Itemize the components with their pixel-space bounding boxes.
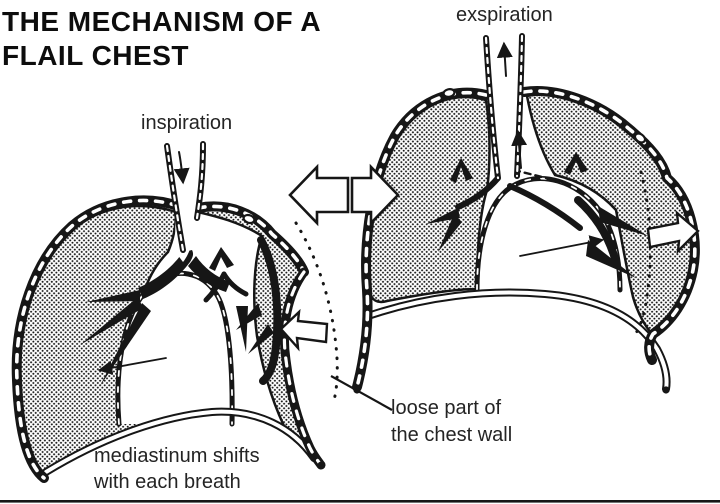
normal-wall-dotted-line-right xyxy=(634,170,652,335)
page-title-line1: THE MECHANISM OF A xyxy=(2,6,322,37)
loose-part-pointer-line xyxy=(330,375,393,411)
exspiration-airflow-arrow-icon xyxy=(496,41,513,77)
mediastinum-shift-left-arrow-icon xyxy=(97,357,167,375)
right-panel-diaphragm xyxy=(364,288,671,394)
exspiration-label: exspiration xyxy=(456,4,553,26)
mediastinum-caption-line2: with each breath xyxy=(94,471,241,493)
mediastinum-shift-right-arrow-icon xyxy=(519,235,605,257)
panel-inspiration xyxy=(11,141,339,483)
left-panel-chest-wall xyxy=(11,195,326,483)
flail-outward-block-arrow-icon xyxy=(646,210,700,255)
exspiration-airflow-arrow2-icon xyxy=(511,129,528,169)
mediastinum-caption-line1: mediastinum shifts xyxy=(94,445,260,467)
bottom-border-line xyxy=(0,500,720,503)
inspiration-airflow-arrow-icon xyxy=(173,151,190,185)
flail-inward-block-arrow-icon xyxy=(279,308,329,352)
right-panel-trachea xyxy=(483,33,528,181)
panel-exspiration xyxy=(352,33,700,394)
phase-toggle-arrows xyxy=(288,163,400,227)
left-panel-diaphragm xyxy=(42,407,318,476)
inspiration-label: inspiration xyxy=(141,112,233,134)
left-panel-trachea xyxy=(164,141,206,262)
loose-part-caption-line1: loose part of xyxy=(391,397,502,419)
block-arrow-right-icon xyxy=(350,163,400,227)
right-panel-bronchial-tree xyxy=(426,152,648,278)
loose-part-caption-line2: the chest wall xyxy=(391,424,513,446)
block-arrow-left-icon xyxy=(288,163,350,227)
page-title-line2: FLAIL CHEST xyxy=(2,40,189,71)
